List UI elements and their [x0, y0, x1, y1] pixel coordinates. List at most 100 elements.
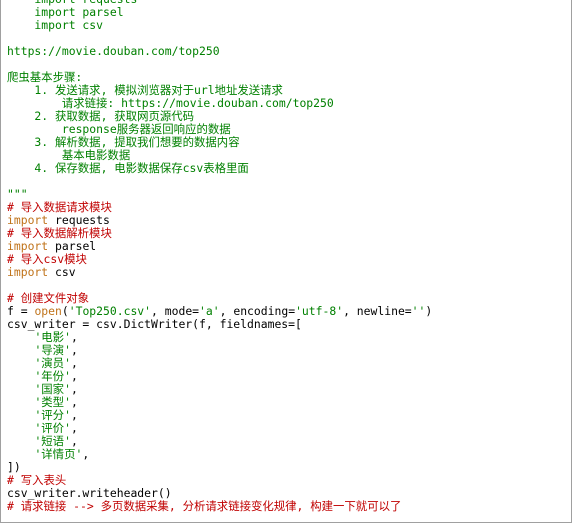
code-line: import requests [7, 0, 567, 6]
code-token-keyword: import [7, 213, 49, 227]
code-token-plain: ( [61, 304, 69, 318]
code-token-string: response服务器返回响应的数据 [7, 122, 231, 136]
code-token-plain [7, 408, 34, 422]
code-token-plain [7, 330, 34, 344]
code-token-string: '评价' [34, 421, 71, 435]
code-line: 爬虫基本步骤: [7, 71, 567, 84]
code-line: # 请求链接 --> 多页数据采集, 分析请求链接变化规律, 构建一下就可以了 [7, 500, 567, 513]
code-token-string: 爬虫基本步骤: [7, 70, 83, 84]
code-token-string: import parsel [7, 5, 124, 19]
code-token-plain: , [70, 369, 78, 383]
code-token-string: '类型' [34, 395, 71, 409]
code-token-string: '电影' [34, 330, 71, 344]
code-line: import csv [7, 19, 567, 32]
code-line: # 写入表头 [7, 474, 567, 487]
code-token-plain [7, 356, 34, 370]
code-token-plain: , encoding= [219, 304, 296, 318]
code-line: # 导入数据请求模块 [7, 201, 567, 214]
code-line: import requests [7, 214, 567, 227]
code-token-string: 'Top250.csv' [68, 304, 152, 318]
code-line [7, 279, 567, 292]
code-token-plain: , mode= [151, 304, 200, 318]
code-line: 2. 获取数据, 获取网页源代码 [7, 110, 567, 123]
code-token-string: 'a' [199, 304, 220, 318]
code-line: csv_writer.writeheader() [7, 487, 567, 500]
code-token-plain: , [82, 447, 90, 461]
code-line: https://movie.douban.com/top250 [7, 45, 567, 58]
code-token-plain [7, 395, 34, 409]
code-token-plain [7, 434, 34, 448]
code-line: '导演', [7, 344, 567, 357]
code-line: import parsel [7, 240, 567, 253]
code-token-keyword: import [7, 265, 49, 279]
code-token-plain: csv_writer.writeheader() [7, 486, 172, 500]
code-token-string: 请求链接: https://movie.douban.com/top250 [7, 96, 334, 110]
code-line: # 导入csv模块 [7, 253, 567, 266]
code-token-string: 2. 获取数据, 获取网页源代码 [7, 109, 195, 123]
code-line: f = open('Top250.csv', mode='a', encodin… [7, 305, 567, 318]
code-token-comment: # 导入数据解析模块 [7, 226, 112, 240]
code-token-string: https://movie.douban.com/top250 [7, 44, 220, 58]
code-line: response服务器返回响应的数据 [7, 123, 567, 136]
code-line: 1. 发送请求, 模拟浏览器对于url地址发送请求 [7, 84, 567, 97]
code-token-plain: csv_writer = csv.DictWriter(f, fieldname… [7, 317, 302, 331]
code-token-plain: f = [7, 304, 35, 318]
code-token-string: '导演' [34, 343, 71, 357]
code-token-comment: # 写入表头 [7, 473, 67, 487]
code-token-plain [7, 421, 34, 435]
code-line: import csv [7, 266, 567, 279]
code-token-plain: csv [48, 265, 76, 279]
code-token-plain: requests [48, 213, 110, 227]
code-line: '类型', [7, 396, 567, 409]
code-token-plain: ) [425, 304, 433, 318]
code-token-comment: # 导入csv模块 [7, 252, 87, 266]
code-token-plain: , [70, 421, 78, 435]
code-token-plain: ]) [7, 460, 21, 474]
code-token-string: 'utf-8' [295, 304, 344, 318]
code-token-plain: , [70, 382, 78, 396]
code-line: '评价', [7, 422, 567, 435]
code-token-string: 1. 发送请求, 模拟浏览器对于url地址发送请求 [7, 83, 283, 97]
code-token-plain: , [70, 395, 78, 409]
code-line: # 导入数据解析模块 [7, 227, 567, 240]
code-token-plain [7, 369, 34, 383]
code-line: 4. 保存数据, 电影数据保存csv表格里面 [7, 162, 567, 175]
code-token-plain: , [70, 343, 78, 357]
code-token-string: """ [7, 187, 28, 201]
code-line: # 创建文件对象 [7, 292, 567, 305]
code-token-keyword: import [7, 239, 49, 253]
code-token-plain: parsel [48, 239, 97, 253]
code-token-plain: , newline= [343, 304, 412, 318]
code-token-keyword: open [34, 304, 62, 318]
code-line: import parsel [7, 6, 567, 19]
code-token-plain [7, 343, 34, 357]
code-line: 3. 解析数据, 提取我们想要的数据内容 [7, 136, 567, 149]
code-token-comment: # 请求链接 --> 多页数据采集, 分析请求链接变化规律, 构建一下就可以了 [7, 499, 402, 513]
code-line [7, 58, 567, 71]
code-token-plain: , [70, 356, 78, 370]
code-token-string: '短语' [34, 434, 71, 448]
code-token-string: 基本电影数据 [7, 148, 131, 162]
code-token-string: '详情页' [34, 447, 83, 461]
code-line: """ [7, 188, 567, 201]
code-token-plain: , [70, 408, 78, 422]
code-lines: import requests import parsel import csv… [7, 0, 567, 513]
code-line: 请求链接: https://movie.douban.com/top250 [7, 97, 567, 110]
code-token-string: '' [411, 304, 426, 318]
code-token-string: '国家' [34, 382, 71, 396]
code-token-plain: , [70, 434, 78, 448]
code-token-comment: # 创建文件对象 [7, 291, 90, 305]
code-line [7, 175, 567, 188]
code-token-string: 3. 解析数据, 提取我们想要的数据内容 [7, 135, 240, 149]
code-token-string: 4. 保存数据, 电影数据保存csv表格里面 [7, 161, 249, 175]
code-line: '演员', [7, 357, 567, 370]
code-line: '详情页', [7, 448, 567, 461]
code-token-string: '评分' [34, 408, 71, 422]
code-line: ]) [7, 461, 567, 474]
code-line: '年份', [7, 370, 567, 383]
code-token-string: '演员' [34, 356, 71, 370]
code-line: csv_writer = csv.DictWriter(f, fieldname… [7, 318, 567, 331]
code-token-plain [7, 447, 34, 461]
code-token-comment: # 导入数据请求模块 [7, 200, 112, 214]
